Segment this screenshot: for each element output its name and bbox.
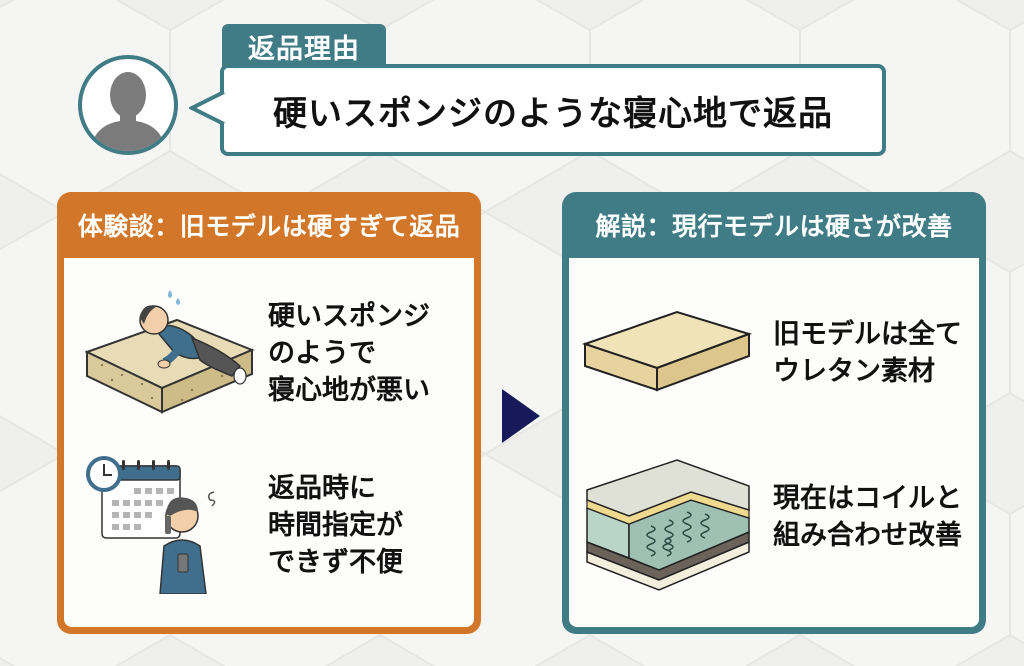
explanation-panel-body: 旧モデルは全て ウレタン素材 現在はコイルと 組み合わせ改善 (569, 258, 979, 627)
experience-panel: 体験談：旧モデルは硬すぎて返品 硬いスポンジ の (57, 192, 481, 634)
experience-panel-title: 体験談：旧モデルは硬すぎて返品 (77, 212, 461, 241)
experience-item-2-text: 返品時に 時間指定が できず不便 (268, 473, 403, 578)
experience-panel-body: 硬いスポンジ のようで 寝心地が悪い 返品時に 時間指定が でき (64, 258, 474, 627)
explanation-panel: 解説：現行モデルは硬さが改善 旧モデルは全て ウレタン素材 (562, 192, 986, 634)
experience-item-1-text: 硬いスポンジ のようで 寝心地が悪い (268, 301, 430, 406)
person-on-hard-mattress-icon (84, 290, 255, 414)
user-avatar (78, 55, 178, 155)
calendar-phone-call-icon (86, 456, 216, 594)
speech-bubble-tail (189, 90, 225, 126)
coil-spring-mattress-icon (586, 459, 750, 591)
explanation-item-2-text: 現在はコイルと 組み合わせ改善 (773, 483, 962, 551)
explanation-panel-title: 解説：現行モデルは硬さが改善 (595, 212, 953, 241)
return-reason-bubble: 硬いスポンジのような寝心地で返品 (220, 64, 886, 156)
urethane-mattress-icon (581, 310, 753, 392)
explanation-item-1-text: 旧モデルは全て ウレタン素材 (773, 319, 962, 387)
return-reason-tag: 返品理由 (222, 24, 386, 68)
person-silhouette-icon (90, 72, 166, 151)
right-arrow-icon (502, 389, 540, 443)
